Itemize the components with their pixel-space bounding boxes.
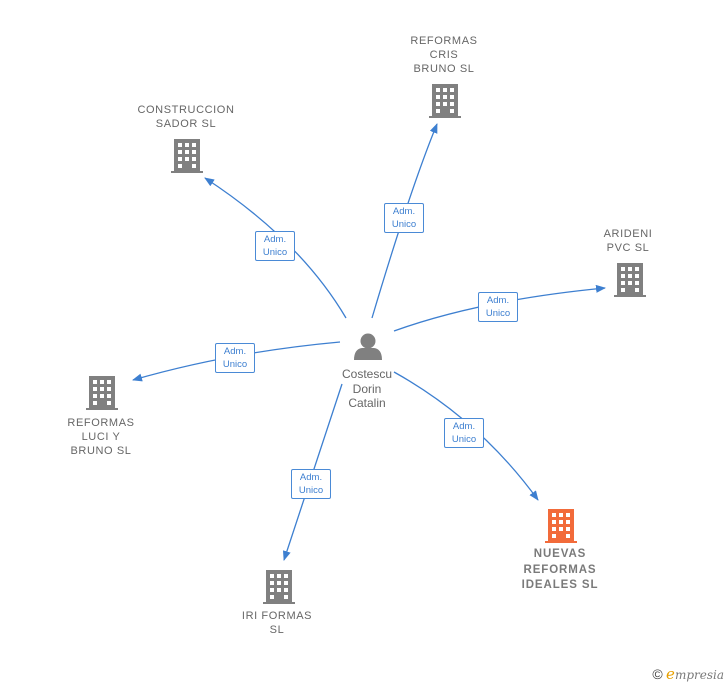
company-label-construccion[interactable]: CONSTRUCCION SADOR SL <box>137 104 235 130</box>
edge-label-luci: Adm. Unico <box>215 343 255 373</box>
company-label-luci[interactable]: REFORMAS LUCI Y BRUNO SL <box>67 417 135 457</box>
building-icon-construccion[interactable] <box>171 139 203 173</box>
building-icon-cris[interactable] <box>429 84 461 118</box>
building-icon-iri[interactable] <box>263 570 295 604</box>
company-label-cris[interactable]: REFORMAS CRIS BRUNO SL <box>410 35 478 75</box>
brand-footer: © empresia <box>652 665 724 683</box>
edge-label-iri: Adm. Unico <box>291 469 331 499</box>
company-label-nuevas[interactable]: NUEVAS REFORMAS IDEALES SL <box>521 548 599 591</box>
person-icon[interactable] <box>354 333 382 361</box>
person-name[interactable]: Costescu Dorin Catalin <box>341 367 393 410</box>
edge-label-nuevas: Adm. Unico <box>444 418 484 448</box>
building-icon-nuevas[interactable] <box>545 509 577 543</box>
brand-logo-initial: e <box>666 665 675 683</box>
building-icon-arideni[interactable] <box>614 263 646 297</box>
edge-label-cris: Adm. Unico <box>384 203 424 233</box>
copyright-icon: © <box>652 666 663 682</box>
edge-label-arideni: Adm. Unico <box>478 292 518 322</box>
edge-label-construccion: Adm. Unico <box>255 231 295 261</box>
company-label-arideni[interactable]: ARIDENI PVC SL <box>603 228 653 254</box>
building-icon-luci[interactable] <box>86 376 118 410</box>
brand-logo-text: mpresia <box>674 668 724 682</box>
company-label-iri[interactable]: IRI FORMAS SL <box>241 610 313 636</box>
